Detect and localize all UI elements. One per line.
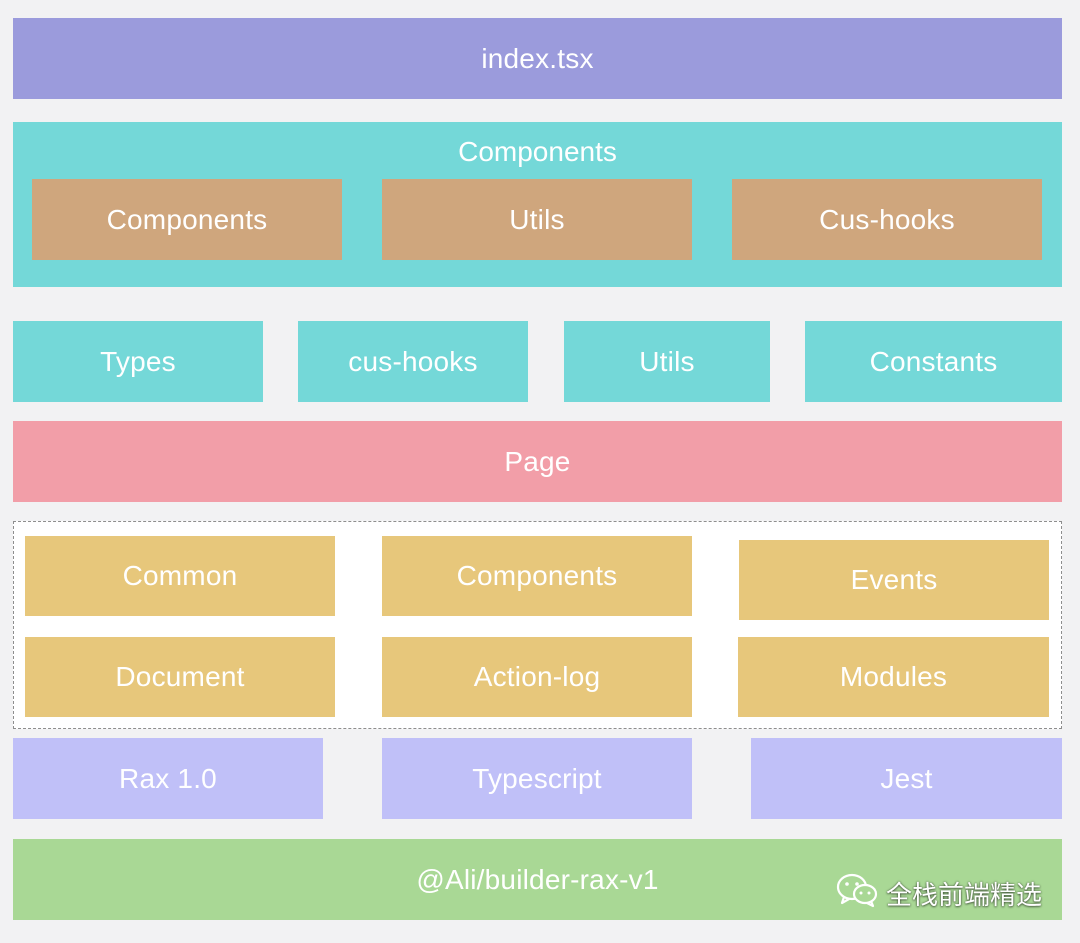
components-container: Components Components Utils Cus-hooks <box>13 122 1062 287</box>
index-tsx-block: index.tsx <box>13 18 1062 99</box>
cus-hooks-block: cus-hooks <box>298 321 528 402</box>
components-item-label: Components <box>106 203 268 235</box>
watermark: 全栈前端精选 <box>836 872 1042 915</box>
cus-hooks-item-label: Cus-hooks <box>819 203 955 235</box>
wechat-icon <box>836 872 878 915</box>
utils-block: Utils <box>564 321 770 402</box>
constants-block: Constants <box>805 321 1062 402</box>
utils-label: Utils <box>639 345 695 377</box>
document-block: Document <box>25 637 335 717</box>
constants-label: Constants <box>869 345 998 377</box>
action-log-label: Action-log <box>473 661 601 692</box>
page-block: Page <box>13 421 1062 502</box>
jest-block: Jest <box>751 738 1062 819</box>
page-label: Page <box>504 445 571 477</box>
common-block: Common <box>25 536 335 616</box>
builder-block: @Ali/builder-rax-v1 <box>13 839 1062 920</box>
common-label: Common <box>122 560 238 591</box>
cus-hooks-label: cus-hooks <box>348 345 478 377</box>
types-label: Types <box>100 345 176 377</box>
jest-label: Jest <box>880 762 933 794</box>
document-label: Document <box>115 661 245 692</box>
events-block: Events <box>739 540 1049 620</box>
components-module-label: Components <box>456 560 618 591</box>
components-item-components: Components <box>32 179 342 260</box>
index-tsx-label: index.tsx <box>481 42 594 74</box>
action-log-block: Action-log <box>382 637 692 717</box>
utils-item-label: Utils <box>509 203 565 235</box>
typescript-label: Typescript <box>472 762 602 794</box>
modules-block: Modules <box>738 637 1049 717</box>
components-module-block: Components <box>382 536 692 616</box>
typescript-block: Typescript <box>382 738 692 819</box>
types-block: Types <box>13 321 263 402</box>
modules-label: Modules <box>839 661 948 692</box>
rax-label: Rax 1.0 <box>119 762 217 794</box>
events-label: Events <box>850 564 938 595</box>
components-item-utils: Utils <box>382 179 692 260</box>
builder-label: @Ali/builder-rax-v1 <box>416 863 659 895</box>
watermark-text: 全栈前端精选 <box>886 881 1043 911</box>
rax-block: Rax 1.0 <box>13 738 323 819</box>
components-item-cus-hooks: Cus-hooks <box>732 179 1042 260</box>
components-container-title: Components <box>458 136 617 167</box>
